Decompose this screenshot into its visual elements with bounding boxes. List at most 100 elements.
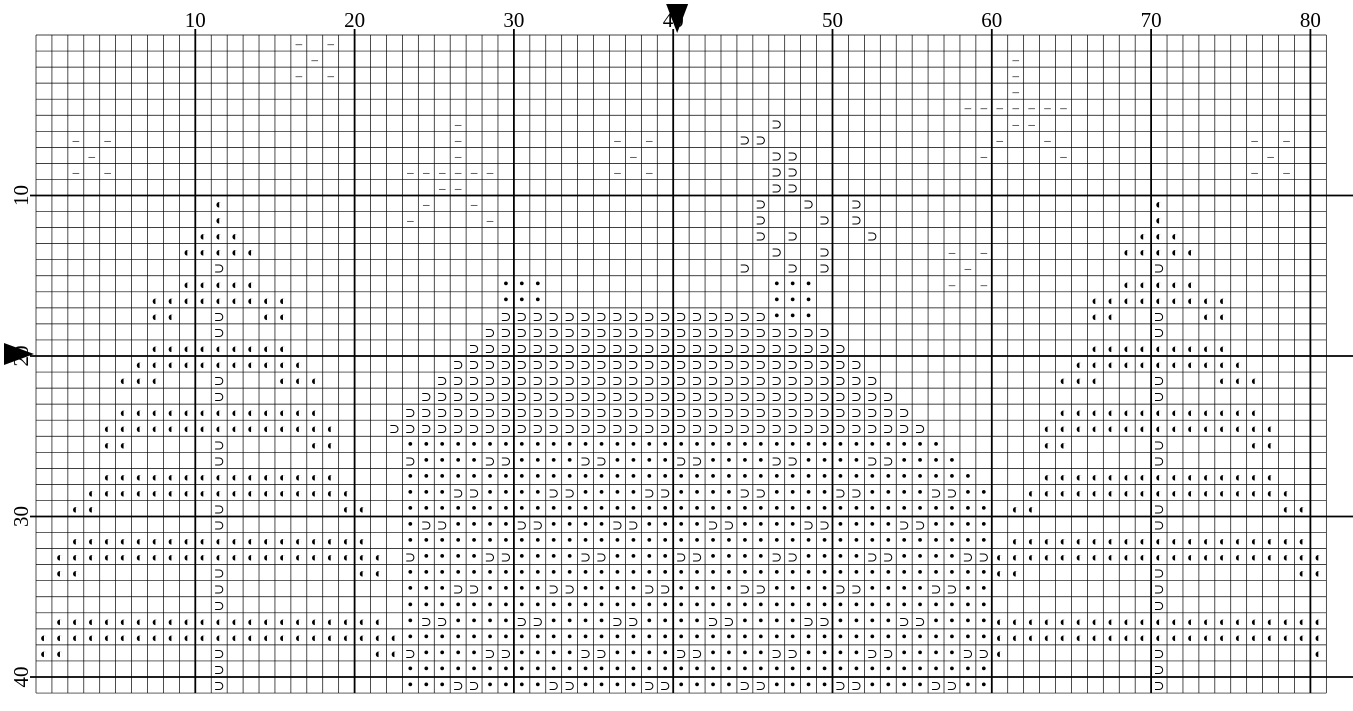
stitch-open-u: ⊃ [644,325,655,340]
stitch-half-moon: ◐ [279,485,287,500]
stitch-dot: • [694,661,700,678]
stitch-half-moon: ◐ [1139,630,1147,645]
stitch-half-moon: ◐ [279,550,287,565]
stitch-half-moon: ◐ [120,469,128,484]
stitch-half-moon: ◐ [1139,405,1147,420]
stitch-bar: ‒ [980,245,988,260]
stitch-open-u: ⊃ [644,341,655,356]
stitch-open-u: ⊃ [516,341,527,356]
stitch-open-u: ⊃ [819,213,830,228]
stitch-open-u: ⊃ [564,582,575,597]
stitch-half-moon: ◐ [120,437,128,452]
stitch-open-u: ⊃ [485,646,496,661]
stitch-open-u: ⊃ [739,357,750,372]
stitch-dot: • [551,629,557,646]
stitch-open-u: ⊃ [214,309,225,324]
stitch-half-moon: ◐ [1155,469,1163,484]
stitch-half-moon: ◐ [1123,421,1131,436]
stitch-open-u: ⊃ [453,582,464,597]
stitch-dot: • [790,581,796,598]
stitch-open-u: ⊃ [1154,453,1165,468]
stitch-open-u: ⊃ [469,373,480,388]
stitch-half-moon: ◐ [167,534,175,549]
stitch-dot: • [790,565,796,582]
stitch-dot: • [471,629,477,646]
stitch-open-u: ⊃ [962,646,973,661]
stitch-open-u: ⊃ [660,485,671,500]
stitch-open-u: ⊃ [692,421,703,436]
stitch-dot: • [790,629,796,646]
stitch-open-u: ⊃ [676,389,687,404]
stitch-open-u: ⊃ [851,405,862,420]
stitch-half-moon: ◐ [247,469,255,484]
stitch-dot: • [551,452,557,469]
stitch-half-moon: ◐ [295,357,303,372]
stitch-open-u: ⊃ [1154,325,1165,340]
stitch-dot: • [949,661,955,678]
stitch-dot: • [885,597,891,614]
stitch-half-moon: ◐ [1060,373,1068,388]
stitch-open-u: ⊃ [644,421,655,436]
stitch-open-u: ⊃ [676,309,687,324]
stitch-half-moon: ◐ [1299,550,1307,565]
stitch-half-moon: ◐ [152,534,160,549]
stitch-dot: • [758,629,764,646]
stitch-dot: • [726,677,732,694]
stitch-open-u: ⊃ [947,678,958,693]
stitch-half-moon: ◐ [1012,630,1020,645]
stitch-half-moon: ◐ [1187,357,1195,372]
stitch-dot: • [583,484,589,501]
stitch-open-u: ⊃ [915,518,926,533]
stitch-dot: • [471,661,477,678]
stitch-dot: • [981,533,987,550]
stitch-dot: • [981,500,987,517]
stitch-dot: • [742,533,748,550]
stitch-open-u: ⊃ [676,373,687,388]
stitch-dot: • [455,645,461,662]
stitch-dot: • [870,661,876,678]
stitch-half-moon: ◐ [1091,373,1099,388]
stitch-open-u: ⊃ [564,309,575,324]
stitch-dot: • [599,436,605,453]
stitch-dot: • [551,645,557,662]
stitch-half-moon: ◐ [996,566,1004,581]
stitch-dot: • [535,581,541,598]
stitch-half-moon: ◐ [1155,630,1163,645]
stitch-dot: • [885,533,891,550]
stitch-half-moon: ◐ [343,501,351,516]
stitch-bar: ‒ [980,100,988,115]
stitch-dot: • [710,645,716,662]
stitch-dot: • [471,549,477,566]
stitch-open-u: ⊃ [214,501,225,516]
stitch-bar: ‒ [1059,100,1067,115]
left-ruler: 10203040 [9,185,33,688]
stitch-dot: • [870,533,876,550]
stitch-half-moon: ◐ [375,614,383,629]
stitch-half-moon: ◐ [215,197,223,212]
stitch-dot: • [678,565,684,582]
stitch-open-u: ⊃ [771,357,782,372]
stitch-dot: • [471,645,477,662]
stitch-dot: • [933,468,939,485]
stitch-half-moon: ◐ [231,534,239,549]
stitch-half-moon: ◐ [279,309,287,324]
stitch-dot: • [615,484,621,501]
stitch-half-moon: ◐ [1187,277,1195,292]
stitch-dot: • [822,597,828,614]
stitch-dot: • [423,565,429,582]
stitch-dot: • [694,677,700,694]
stitch-half-moon: ◐ [120,421,128,436]
stitch-half-moon: ◐ [247,405,255,420]
stitch-dot: • [647,661,653,678]
stitch-half-moon: ◐ [183,534,191,549]
stitch-open-u: ⊃ [899,518,910,533]
stitch-half-moon: ◐ [1107,421,1115,436]
stitch-dot: • [790,276,796,293]
stitch-dot: • [949,645,955,662]
stitch-dot: • [726,661,732,678]
stitch-half-moon: ◐ [1091,405,1099,420]
stitch-dot: • [439,549,445,566]
stitch-half-moon: ◐ [1219,630,1227,645]
stitch-open-u: ⊃ [867,421,878,436]
stitch-bar: ‒ [438,180,446,195]
